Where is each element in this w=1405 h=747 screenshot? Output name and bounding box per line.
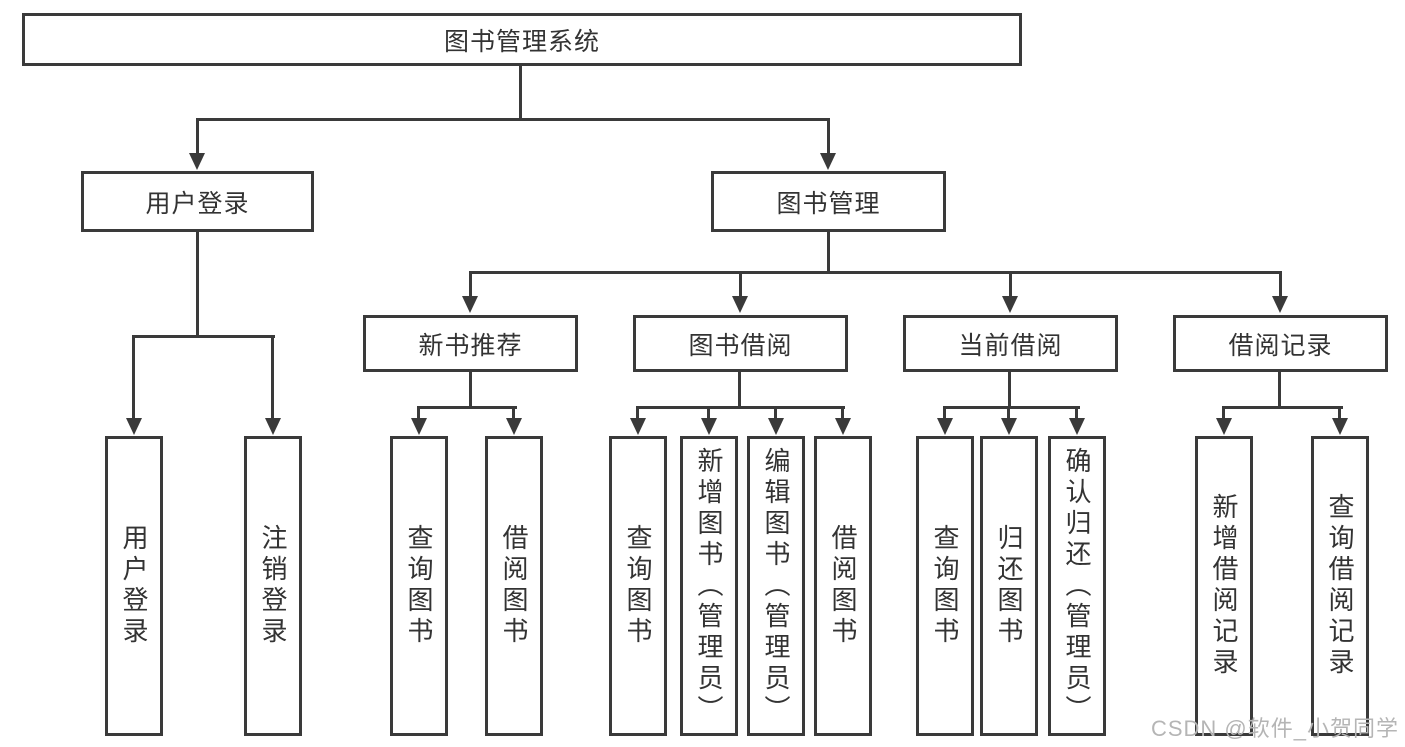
connector-recommend-bar — [417, 406, 517, 409]
leaf-label: 借阅图书 — [828, 524, 858, 648]
connector-recommend-child2 — [512, 406, 515, 420]
arrow-records-leaf1 — [1216, 418, 1232, 435]
leaf-label: 查询图书 — [404, 524, 434, 648]
arrow-records-leaf2 — [1332, 418, 1348, 435]
arrow-borrow-leaf4 — [835, 418, 851, 435]
connector-current-child2 — [1007, 406, 1010, 420]
leaf-current-query-books: 查询图书 — [916, 436, 974, 736]
leaf-label: 注销登录 — [258, 524, 288, 648]
leaf-borrow-query-books: 查询图书 — [609, 436, 667, 736]
leaf-logout: 注销登录 — [244, 436, 302, 736]
arrow-recommend-leaf2 — [506, 418, 522, 435]
connector-borrow-drop — [738, 372, 741, 409]
leaf-recommend-borrow-books: 借阅图书 — [485, 436, 543, 736]
leaf-recommend-query-books: 查询图书 — [390, 436, 448, 736]
leaf-label: 编辑图书（管理员） — [761, 446, 791, 726]
leaf-label: 新增图书（管理员） — [694, 446, 724, 726]
arrow-recommend-leaf1 — [411, 418, 427, 435]
connector-login-bar — [132, 335, 275, 338]
node-new-book-recommend: 新书推荐 — [363, 315, 578, 372]
node-borrow-records: 借阅记录 — [1173, 315, 1388, 372]
connector-borrow-child1 — [636, 406, 639, 420]
arrow-to-recommend — [462, 296, 478, 313]
connector-borrow-child4 — [841, 406, 844, 420]
leaf-user-login: 用户登录 — [105, 436, 163, 736]
connector-recommend-drop — [469, 372, 472, 409]
connector-root-bar — [196, 118, 830, 121]
leaf-label: 确认归还（管理员） — [1062, 446, 1092, 726]
leaf-label: 查询图书 — [623, 524, 653, 648]
node-current-borrow: 当前借阅 — [903, 315, 1118, 372]
leaf-label: 归还图书 — [994, 524, 1024, 648]
arrow-to-login-leaf1 — [126, 418, 142, 435]
leaf-label: 用户登录 — [119, 524, 149, 648]
leaf-label: 查询借阅记录 — [1325, 493, 1355, 679]
connector-root-child2 — [827, 118, 830, 154]
arrow-to-records — [1272, 296, 1288, 313]
connector-mgmt-child4 — [1279, 271, 1282, 298]
connector-root-drop — [519, 66, 522, 119]
connector-login-child2 — [271, 335, 274, 420]
arrow-current-leaf3 — [1069, 418, 1085, 435]
arrow-borrow-leaf1 — [630, 418, 646, 435]
arrow-to-user-login — [189, 153, 205, 170]
leaf-records-add-record: 新增借阅记录 — [1195, 436, 1253, 736]
arrow-to-borrow — [732, 296, 748, 313]
connector-records-child1 — [1222, 406, 1225, 420]
connector-mgmt-child3 — [1009, 271, 1012, 298]
connector-root-child1 — [196, 118, 199, 154]
leaf-label: 查询图书 — [930, 524, 960, 648]
node-user-login: 用户登录 — [81, 171, 314, 232]
connector-borrow-child2 — [707, 406, 710, 420]
arrow-borrow-leaf2 — [701, 418, 717, 435]
connector-mgmt-bar — [469, 271, 1282, 274]
connector-mgmt-child2 — [739, 271, 742, 298]
node-book-management: 图书管理 — [711, 171, 946, 232]
watermark: CSDN @软件_小贺同学 — [1150, 716, 1399, 741]
connector-current-drop — [1008, 372, 1011, 409]
connector-mgmt-drop — [827, 232, 830, 274]
arrow-to-book-management — [820, 153, 836, 170]
node-book-borrow: 图书借阅 — [633, 315, 848, 372]
connector-current-child3 — [1075, 406, 1078, 420]
leaf-label: 新增借阅记录 — [1209, 493, 1239, 679]
leaf-current-return-books: 归还图书 — [980, 436, 1038, 736]
arrow-to-login-leaf2 — [265, 418, 281, 435]
node-root: 图书管理系统 — [22, 13, 1022, 66]
connector-recommend-child1 — [417, 406, 420, 420]
leaf-borrow-edit-books-admin: 编辑图书（管理员） — [747, 436, 805, 736]
connector-borrow-child3 — [774, 406, 777, 420]
connector-borrow-bar — [636, 406, 845, 409]
arrow-to-current — [1002, 296, 1018, 313]
connector-login-drop — [196, 232, 199, 338]
leaf-records-query-record: 查询借阅记录 — [1311, 436, 1369, 736]
connector-mgmt-child1 — [469, 271, 472, 298]
connector-records-child2 — [1338, 406, 1341, 420]
connector-current-child1 — [943, 406, 946, 420]
leaf-current-confirm-return-admin: 确认归还（管理员） — [1048, 436, 1106, 736]
arrow-current-leaf1 — [937, 418, 953, 435]
connector-records-drop — [1278, 372, 1281, 409]
arrow-borrow-leaf3 — [768, 418, 784, 435]
connector-records-bar — [1222, 406, 1343, 409]
leaf-label: 借阅图书 — [499, 524, 529, 648]
connector-login-child1 — [132, 335, 135, 420]
connector-current-bar — [943, 406, 1080, 409]
leaf-borrow-borrow-books: 借阅图书 — [814, 436, 872, 736]
leaf-borrow-add-books-admin: 新增图书（管理员） — [680, 436, 738, 736]
arrow-current-leaf2 — [1001, 418, 1017, 435]
